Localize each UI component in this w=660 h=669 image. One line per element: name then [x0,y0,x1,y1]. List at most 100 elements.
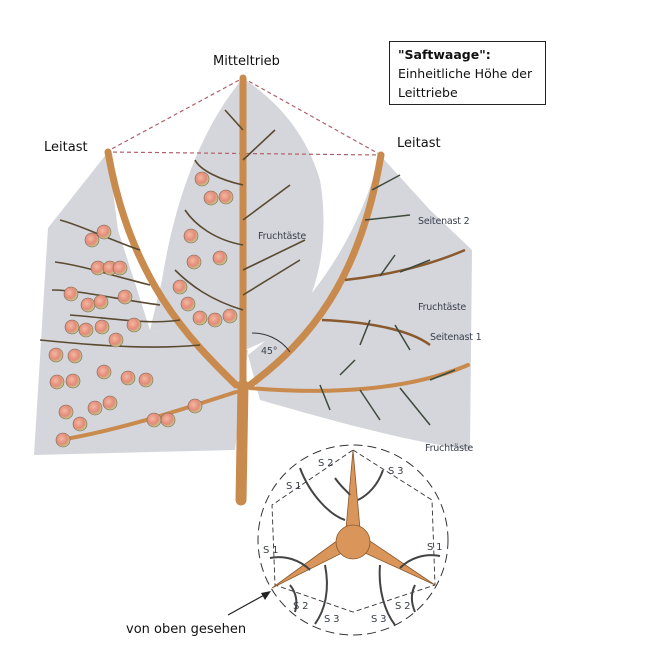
fruit-branch [242,129,276,161]
apple [87,400,103,416]
apple [218,189,234,205]
fruit-branch [39,339,201,348]
top-view-branches [271,449,436,589]
top-view-outer-circle [257,444,449,636]
side-branches-right [319,174,466,426]
fruit-branch [242,259,301,296]
apple [172,279,188,295]
left-crown-shape [34,152,248,455]
crown-shading [34,78,472,455]
top-view-sidebranches [269,467,441,626]
label-top-view: von oben gesehen [126,622,247,637]
note-line-1: Einheitliche Höhe der [398,66,533,81]
tv-label-s1-right: S 1 [427,542,443,553]
fruit-branch [379,254,396,277]
apple [49,374,65,390]
apple [96,364,112,380]
right-scaffold-branch [246,151,385,389]
label-side-branch-1: Seitenast 1 [430,332,482,343]
tv-label-s3-top: S 3 [388,466,404,477]
right-crown-shape [248,155,472,450]
apple [65,373,81,389]
apple [55,432,71,448]
tv-label-s1-upper-left: S 1 [286,481,302,492]
apple [108,332,124,348]
apple [84,232,100,248]
s2-right-curve [411,584,416,613]
label-fruit-branches-center: Fruchtäste [258,231,307,242]
top-view-pentagon [271,449,436,613]
fruit-branch [242,184,291,221]
s1-curve [299,467,346,521]
fruit-branch [194,159,244,186]
center-crown-shape [150,78,324,350]
note-heading: "Saftwaage": [398,47,491,62]
apple [187,398,203,414]
s3-right-curve [378,564,396,626]
s1-left-curve [269,556,311,571]
fruit-branch [364,214,411,221]
apple [126,317,142,333]
tv-label-s2-bottom-right: S 2 [395,601,411,612]
label-fruit-branches-bottom: Fruchtäste [425,443,474,454]
dash-left-to-top [105,77,244,153]
label-side-branch-2: Seitenast 2 [418,216,470,227]
top-view-diagram [257,444,449,636]
fruit-branch [394,324,411,351]
fruit-branch [242,239,306,271]
apple [212,250,228,266]
fruit-branch [59,219,141,251]
apple [194,171,210,187]
fruit-branch [339,359,356,376]
apple [183,228,199,244]
fruit-branch [174,269,244,311]
fruit-branch [399,259,431,273]
note-line-2: Leittriebe [398,85,458,100]
fruit-branch [224,109,244,131]
tv-label-s2-top: S 2 [318,458,334,469]
apple [180,296,196,312]
apple [48,347,64,363]
apple [72,416,88,432]
apple [64,319,80,335]
apple [207,312,223,328]
fruit-branch [359,319,371,346]
label-angle: 45° [261,346,278,357]
apple [63,286,79,302]
apple [93,294,109,310]
apple [120,370,136,386]
apple [112,260,128,276]
tv-label-s1-left: S 1 [263,545,279,556]
label-scaffold-right: Leitast [397,136,441,151]
top-view-arrow [227,591,271,616]
label-central-leader: Mitteltrieb [213,54,280,69]
dash-top-to-right [242,77,382,156]
fruit-branch [399,387,431,426]
apple [203,190,219,206]
fruit-branch [429,369,456,381]
s2-left-curve [289,584,298,613]
apple [78,322,94,338]
s2-curve [334,477,351,496]
apple [222,308,238,324]
apple [117,289,133,305]
arrow-line [227,593,267,616]
apple [102,395,118,411]
apple [67,348,83,364]
angle-arc [251,332,291,353]
tv-label-s3-bottom-left: S 3 [324,614,340,625]
s3-left-curve [314,564,328,625]
tv-label-s3-bottom-right: S 3 [371,614,387,625]
apple [80,297,96,313]
apple [138,372,154,388]
arrowhead-icon [261,591,271,600]
top-view-trunk-center [335,524,371,560]
label-fruit-branches-right: Fruchtäste [418,302,467,313]
saftwaage-note: "Saftwaage": Einheitliche Höhe der Leitt… [389,41,546,105]
apple [146,412,162,428]
apple [96,224,112,240]
fruit-branch [359,389,381,421]
left-scaffold-branch [104,148,240,389]
apple [186,254,202,270]
